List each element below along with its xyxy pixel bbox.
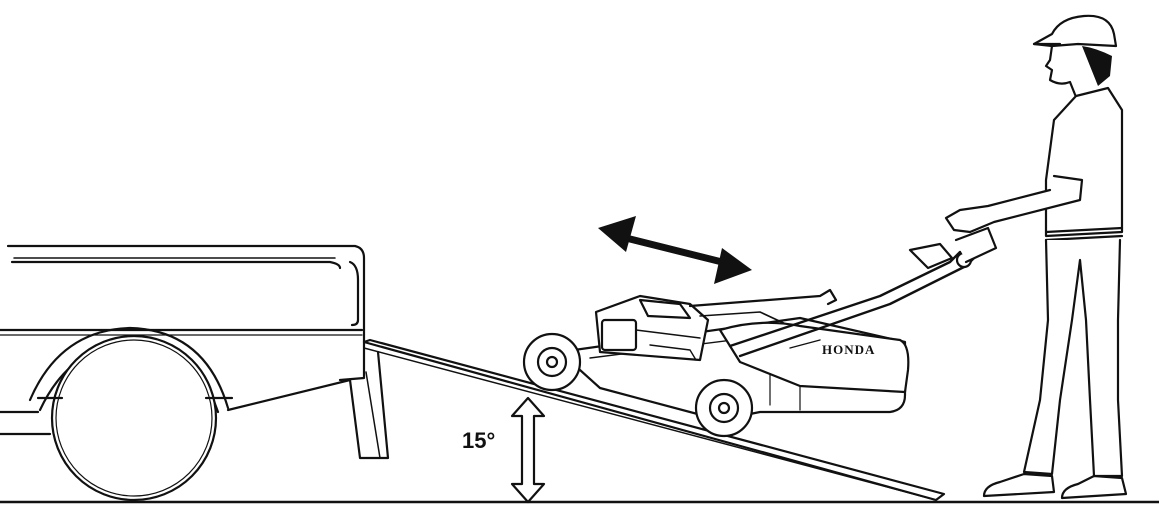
- angle-label: 15°: [462, 428, 496, 453]
- loading-ramp: [362, 338, 946, 502]
- pickup-truck: [0, 244, 390, 502]
- lawn-mower: [522, 226, 998, 438]
- motion-arrow-icon: [598, 216, 752, 284]
- mower-brand-text: HONDA: [822, 342, 876, 357]
- operator-person: [944, 14, 1128, 500]
- height-arrow-icon: [510, 396, 546, 504]
